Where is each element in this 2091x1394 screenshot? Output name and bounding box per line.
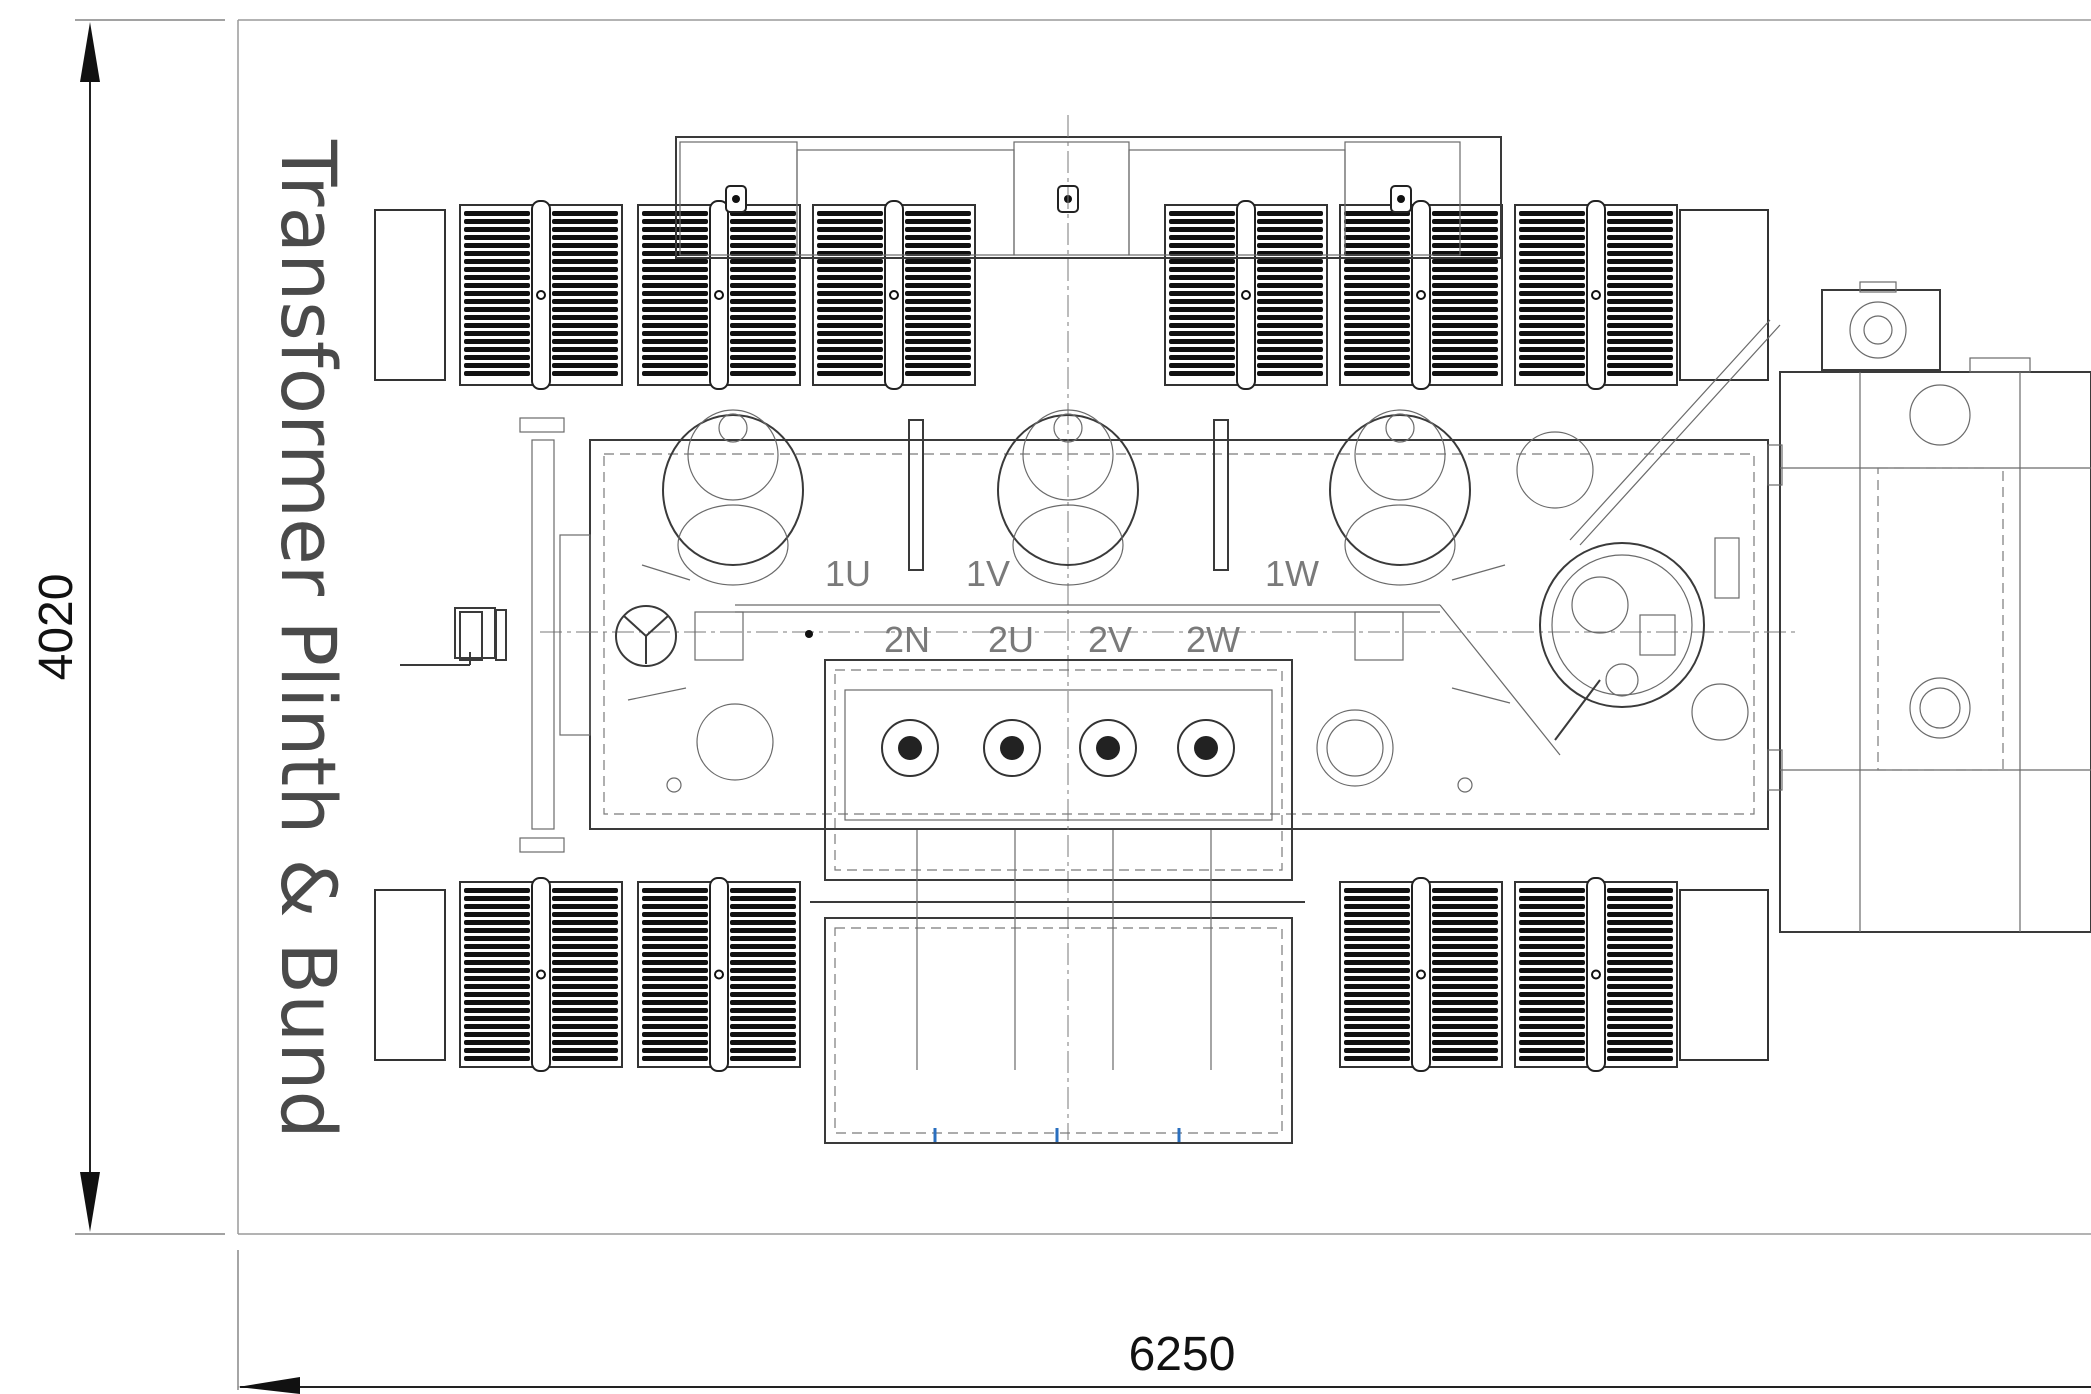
- hv-label-1w: 1W: [1265, 553, 1319, 594]
- lv-cable-box: [824, 659, 1293, 881]
- lv-label-2w: 2W: [1186, 619, 1240, 660]
- lv-label-2n: 2N: [884, 619, 930, 660]
- height-dimension-label: 4020: [30, 574, 83, 681]
- drawing-title: Transformer Plinth & Bund: [264, 139, 353, 1139]
- lv-bushing-4: [1177, 719, 1235, 777]
- lv-bushing-1: [881, 719, 939, 777]
- hv-bushing-1v: [997, 409, 1139, 586]
- left-drain-valve: [454, 607, 496, 659]
- radiator-bottom-2: [637, 877, 801, 1072]
- lv-label-2v: 2V: [1088, 619, 1132, 660]
- radiator-end-cap-left-1: [374, 209, 446, 381]
- hv-label-1v: 1V: [966, 553, 1010, 594]
- lv-label-2u: 2U: [988, 619, 1034, 660]
- radiator-top-4: [1164, 200, 1328, 390]
- radiator-end-cap-right-1: [1679, 209, 1769, 381]
- lv-bushing-3: [1079, 719, 1137, 777]
- radiator-end-cap-left-2: [374, 889, 446, 1061]
- width-dimension-label: 6250: [1129, 1328, 1236, 1381]
- hv-label-1u: 1U: [825, 553, 871, 594]
- width-dimension: 6250: [238, 1328, 2091, 1394]
- hv-terminal-labels: 1U 1V 1W: [825, 553, 1319, 594]
- radiator-bottom-3: [1339, 877, 1503, 1072]
- radiator-bottom-1: [459, 877, 623, 1072]
- main-tank-cover: [400, 115, 1800, 1140]
- radiator-end-cap-right-2: [1679, 889, 1769, 1061]
- lv-terminal-labels: 2N 2U 2V 2W: [884, 619, 1240, 660]
- radiator-bottom-4: [1514, 877, 1678, 1072]
- oil-bund-pit: [810, 830, 1305, 1144]
- radiator-banks: [374, 200, 1769, 1072]
- hv-bushing-1w: [1329, 409, 1471, 586]
- radiator-top-5: [1339, 200, 1503, 390]
- radiator-top-6: [1514, 200, 1678, 390]
- height-dimension: 4020: [30, 22, 100, 1232]
- radiator-top-3: [812, 200, 976, 390]
- lv-bushing-2: [983, 719, 1041, 777]
- drawing-frame: [75, 19, 2091, 1390]
- hv-bushing-1u: [662, 409, 804, 586]
- radiator-top-1: [459, 200, 623, 390]
- radiator-top-2: [637, 200, 801, 390]
- cooler-housing: [1767, 281, 2091, 933]
